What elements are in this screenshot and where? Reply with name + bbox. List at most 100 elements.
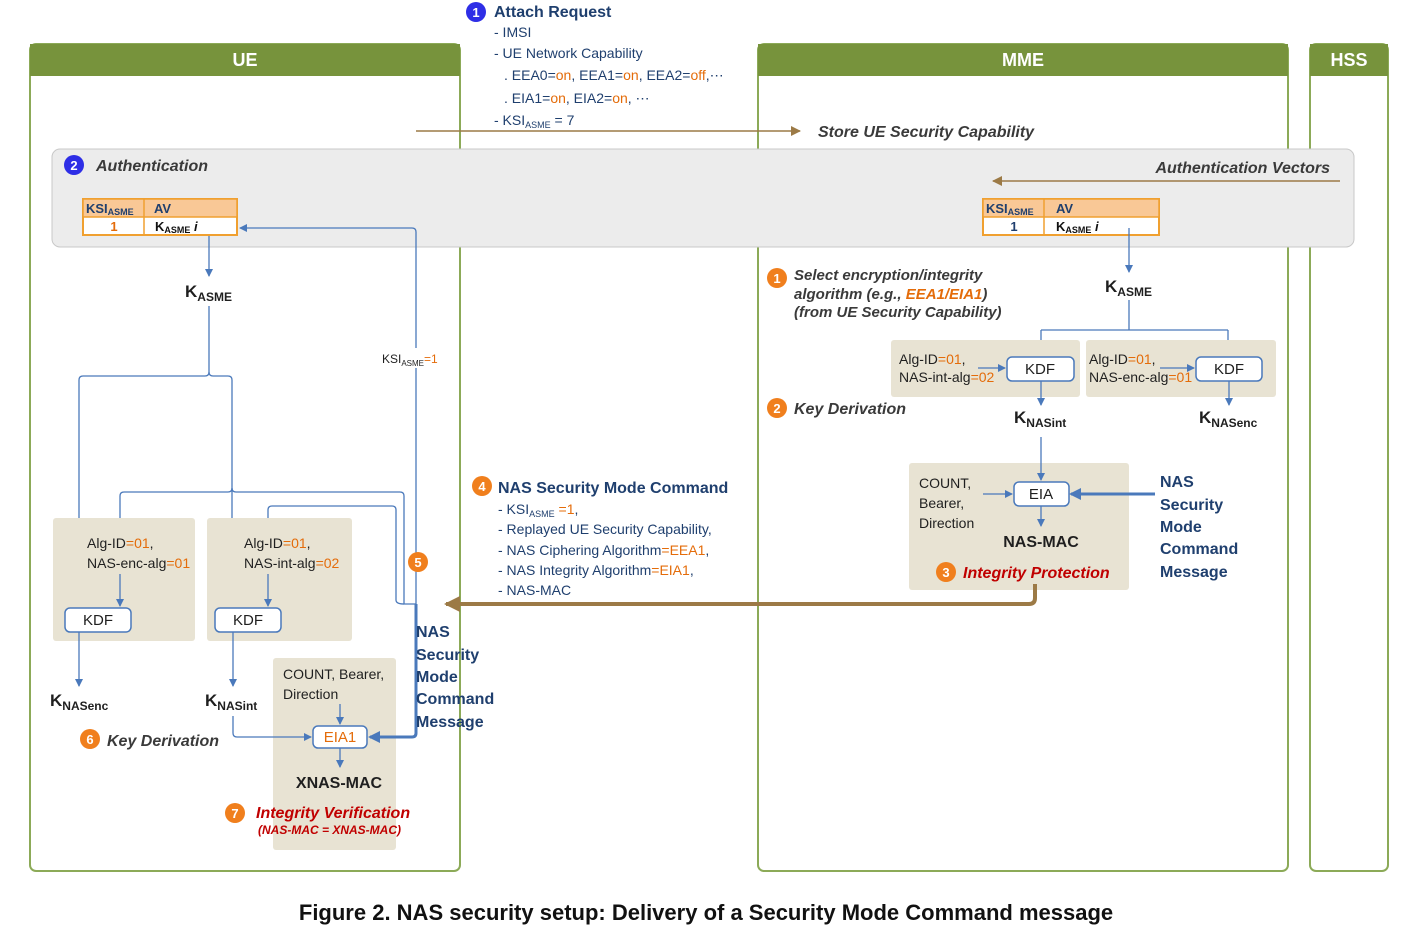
ue-kdf-enc-panel: Alg-ID=01, NAS-enc-alg=01 KDF <box>53 518 195 641</box>
ue-count-label: COUNT, Bearer, <box>283 666 384 682</box>
mme-step3-badge <box>936 562 956 582</box>
ue-msg-line2: Security <box>416 647 479 664</box>
ue-table-ksi-header: KSIASME <box>86 201 134 217</box>
ue-knasint-label: KNASint <box>205 691 257 713</box>
hss-column-title: HSS <box>1330 50 1367 70</box>
mme-step1-badge <box>767 268 787 288</box>
ue-msg-line5: Message <box>416 714 484 731</box>
ue-step7-sublabel: (NAS-MAC = XNAS-MAC) <box>258 823 401 837</box>
ue-kdf-enc-nas: NAS-enc-alg=01 <box>87 555 190 571</box>
attach-badge <box>466 2 486 22</box>
store-capability-label: Store UE Security Capability <box>818 124 1035 141</box>
ue-table-av-header: AV <box>154 201 171 216</box>
attach-eia-line: . EIA1=on, EIA2=on, ⋯ <box>504 90 650 106</box>
ue-alg-to-kdf-enc <box>116 487 416 605</box>
ue-xnasmac-label: XNAS-MAC <box>296 775 383 792</box>
smc-badge <box>472 476 492 496</box>
attach-title: Attach Request <box>494 4 612 21</box>
ue-nas-message-label: NAS Security Mode Command Message <box>416 624 494 731</box>
mme-nasmac-label: NAS-MAC <box>1003 534 1079 551</box>
mme-step1-line1: Select encryption/integrity <box>794 267 983 284</box>
ue-verification-panel: COUNT, Bearer, Direction EIA1 XNAS-MAC <box>273 658 396 850</box>
attach-imsi: - IMSI <box>494 24 531 40</box>
mme-count-label: COUNT, <box>919 475 971 491</box>
mme-table-av-header: AV <box>1056 201 1073 216</box>
ue-table-k-value: KASME i <box>155 219 198 235</box>
ue-eia1-label: EIA1 <box>324 729 357 746</box>
ue-step6-badge <box>80 729 100 749</box>
ue-ksi-return-label: KSIASME=1 <box>382 352 438 368</box>
ue-direction-label: Direction <box>283 686 338 702</box>
attach-request: 1 Attach Request - IMSI - UE Network Cap… <box>466 2 724 130</box>
ue-column-title: UE <box>232 50 257 70</box>
mme-msg-line5: Message <box>1160 564 1228 581</box>
hss-column: HSS <box>1309 43 1389 872</box>
ue-kdf-enc-box <box>64 607 132 633</box>
attach-capability: - UE Network Capability <box>494 45 643 61</box>
mme-step1-line3: (from UE Security Capability) <box>794 304 1002 321</box>
mme-column-title: MME <box>1002 50 1044 70</box>
smc-replay: - Replayed UE Security Capability, <box>498 521 712 537</box>
ue-message-to-eia1-arrow <box>368 604 418 743</box>
mme-column: MME <box>757 43 1289 872</box>
mme-bearer-label: Bearer, <box>919 495 964 511</box>
mme-kdf-int-alg: Alg-ID=01, <box>899 351 966 367</box>
mme-kasme-label: KASME <box>1105 277 1152 299</box>
mme-kdf-int-panel: Alg-ID=01, NAS-int-alg=02 KDF <box>891 340 1080 397</box>
ue-kasme-label: KASME <box>185 282 232 304</box>
smc-badge-number: 4 <box>478 479 486 494</box>
ue-knasint-to-eia1-arrow <box>232 716 312 741</box>
mme-kdf-enc-label: KDF <box>1214 361 1244 378</box>
ue-step7-badge <box>225 803 245 823</box>
auth-vectors-label: Authentication Vectors <box>1154 160 1330 177</box>
ue-step6-badge-number: 6 <box>86 732 93 747</box>
ue-kdf-int-panel: Alg-ID=01, NAS-int-alg=02 KDF <box>207 518 352 641</box>
ue-msg-line1: NAS <box>416 624 450 641</box>
ue-ksi-return-arrow <box>239 224 417 604</box>
mme-table-ksi-header: KSIASME <box>986 201 1034 217</box>
ue-kdf-int-label: KDF <box>233 612 263 629</box>
smc-message: 4 NAS Security Mode Command - KSIASME =1… <box>472 476 728 598</box>
ue-kdf-int-box <box>214 607 282 633</box>
ue-step5-badge-number: 5 <box>414 555 421 570</box>
ue-ksi-label-bg <box>378 348 444 368</box>
mme-step2-badge <box>767 398 787 418</box>
mme-step3-label: Integrity Protection <box>963 565 1110 582</box>
mme-kdf-int-label: KDF <box>1025 361 1055 378</box>
attach-ksi: - KSIASME = 7 <box>494 112 575 130</box>
ue-alg-to-kdf-int <box>264 505 405 605</box>
ue-kdf-enc-label: KDF <box>83 612 113 629</box>
ue-table-ksi-value: 1 <box>110 219 117 234</box>
ue-knasenc-label: KNASenc <box>50 691 109 713</box>
mme-kdf-int-nas: NAS-int-alg=02 <box>899 369 995 385</box>
auth-badge <box>64 155 84 175</box>
mme-kdf-enc-alg: Alg-ID=01, <box>1089 351 1156 367</box>
mme-step2-label: Key Derivation <box>794 401 906 418</box>
mme-kdf-enc-nas: NAS-enc-alg=01 <box>1089 369 1192 385</box>
mme-knasenc-label: KNASenc <box>1199 408 1258 430</box>
ue-step7-label: Integrity Verification <box>256 805 410 822</box>
mme-integrity-panel: COUNT, Bearer, Direction EIA NAS-MAC 3 I… <box>909 463 1129 590</box>
smc-ciphering: - NAS Ciphering Algorithm=EEA1, <box>498 542 709 558</box>
smc-integrity: - NAS Integrity Algorithm=EIA1, <box>498 562 694 578</box>
auth-badge-number: 2 <box>70 158 77 173</box>
smc-mac: - NAS-MAC <box>498 582 571 598</box>
mme-kdf-enc-panel: Alg-ID=01, NAS-enc-alg=01 KDF <box>1086 340 1276 397</box>
mme-step2-badge-number: 2 <box>773 401 780 416</box>
mme-nas-message-label: NAS Security Mode Command Message <box>1160 474 1238 581</box>
ue-step7-badge-number: 7 <box>231 806 238 821</box>
auth-title: Authentication <box>95 158 208 175</box>
ue-kdf-enc-alg: Alg-ID=01, <box>87 535 154 551</box>
mme-step1-badge-number: 1 <box>773 271 780 286</box>
ue-msg-line3: Mode <box>416 669 458 686</box>
mme-eia-label: EIA <box>1029 486 1053 503</box>
smc-delivery-arrow <box>444 584 1037 612</box>
mme-step3-badge-number: 3 <box>942 565 949 580</box>
smc-ksi: - KSIASME =1, <box>498 501 578 519</box>
mme-kasme-split <box>1040 300 1229 357</box>
mme-msg-line3: Mode <box>1160 519 1202 536</box>
mme-ksi-table: KSIASME AV 1 KASME i <box>982 198 1160 236</box>
smc-title: NAS Security Mode Command <box>498 480 728 497</box>
ue-ksi-table: KSIASME AV 1 KASME i <box>82 198 238 236</box>
